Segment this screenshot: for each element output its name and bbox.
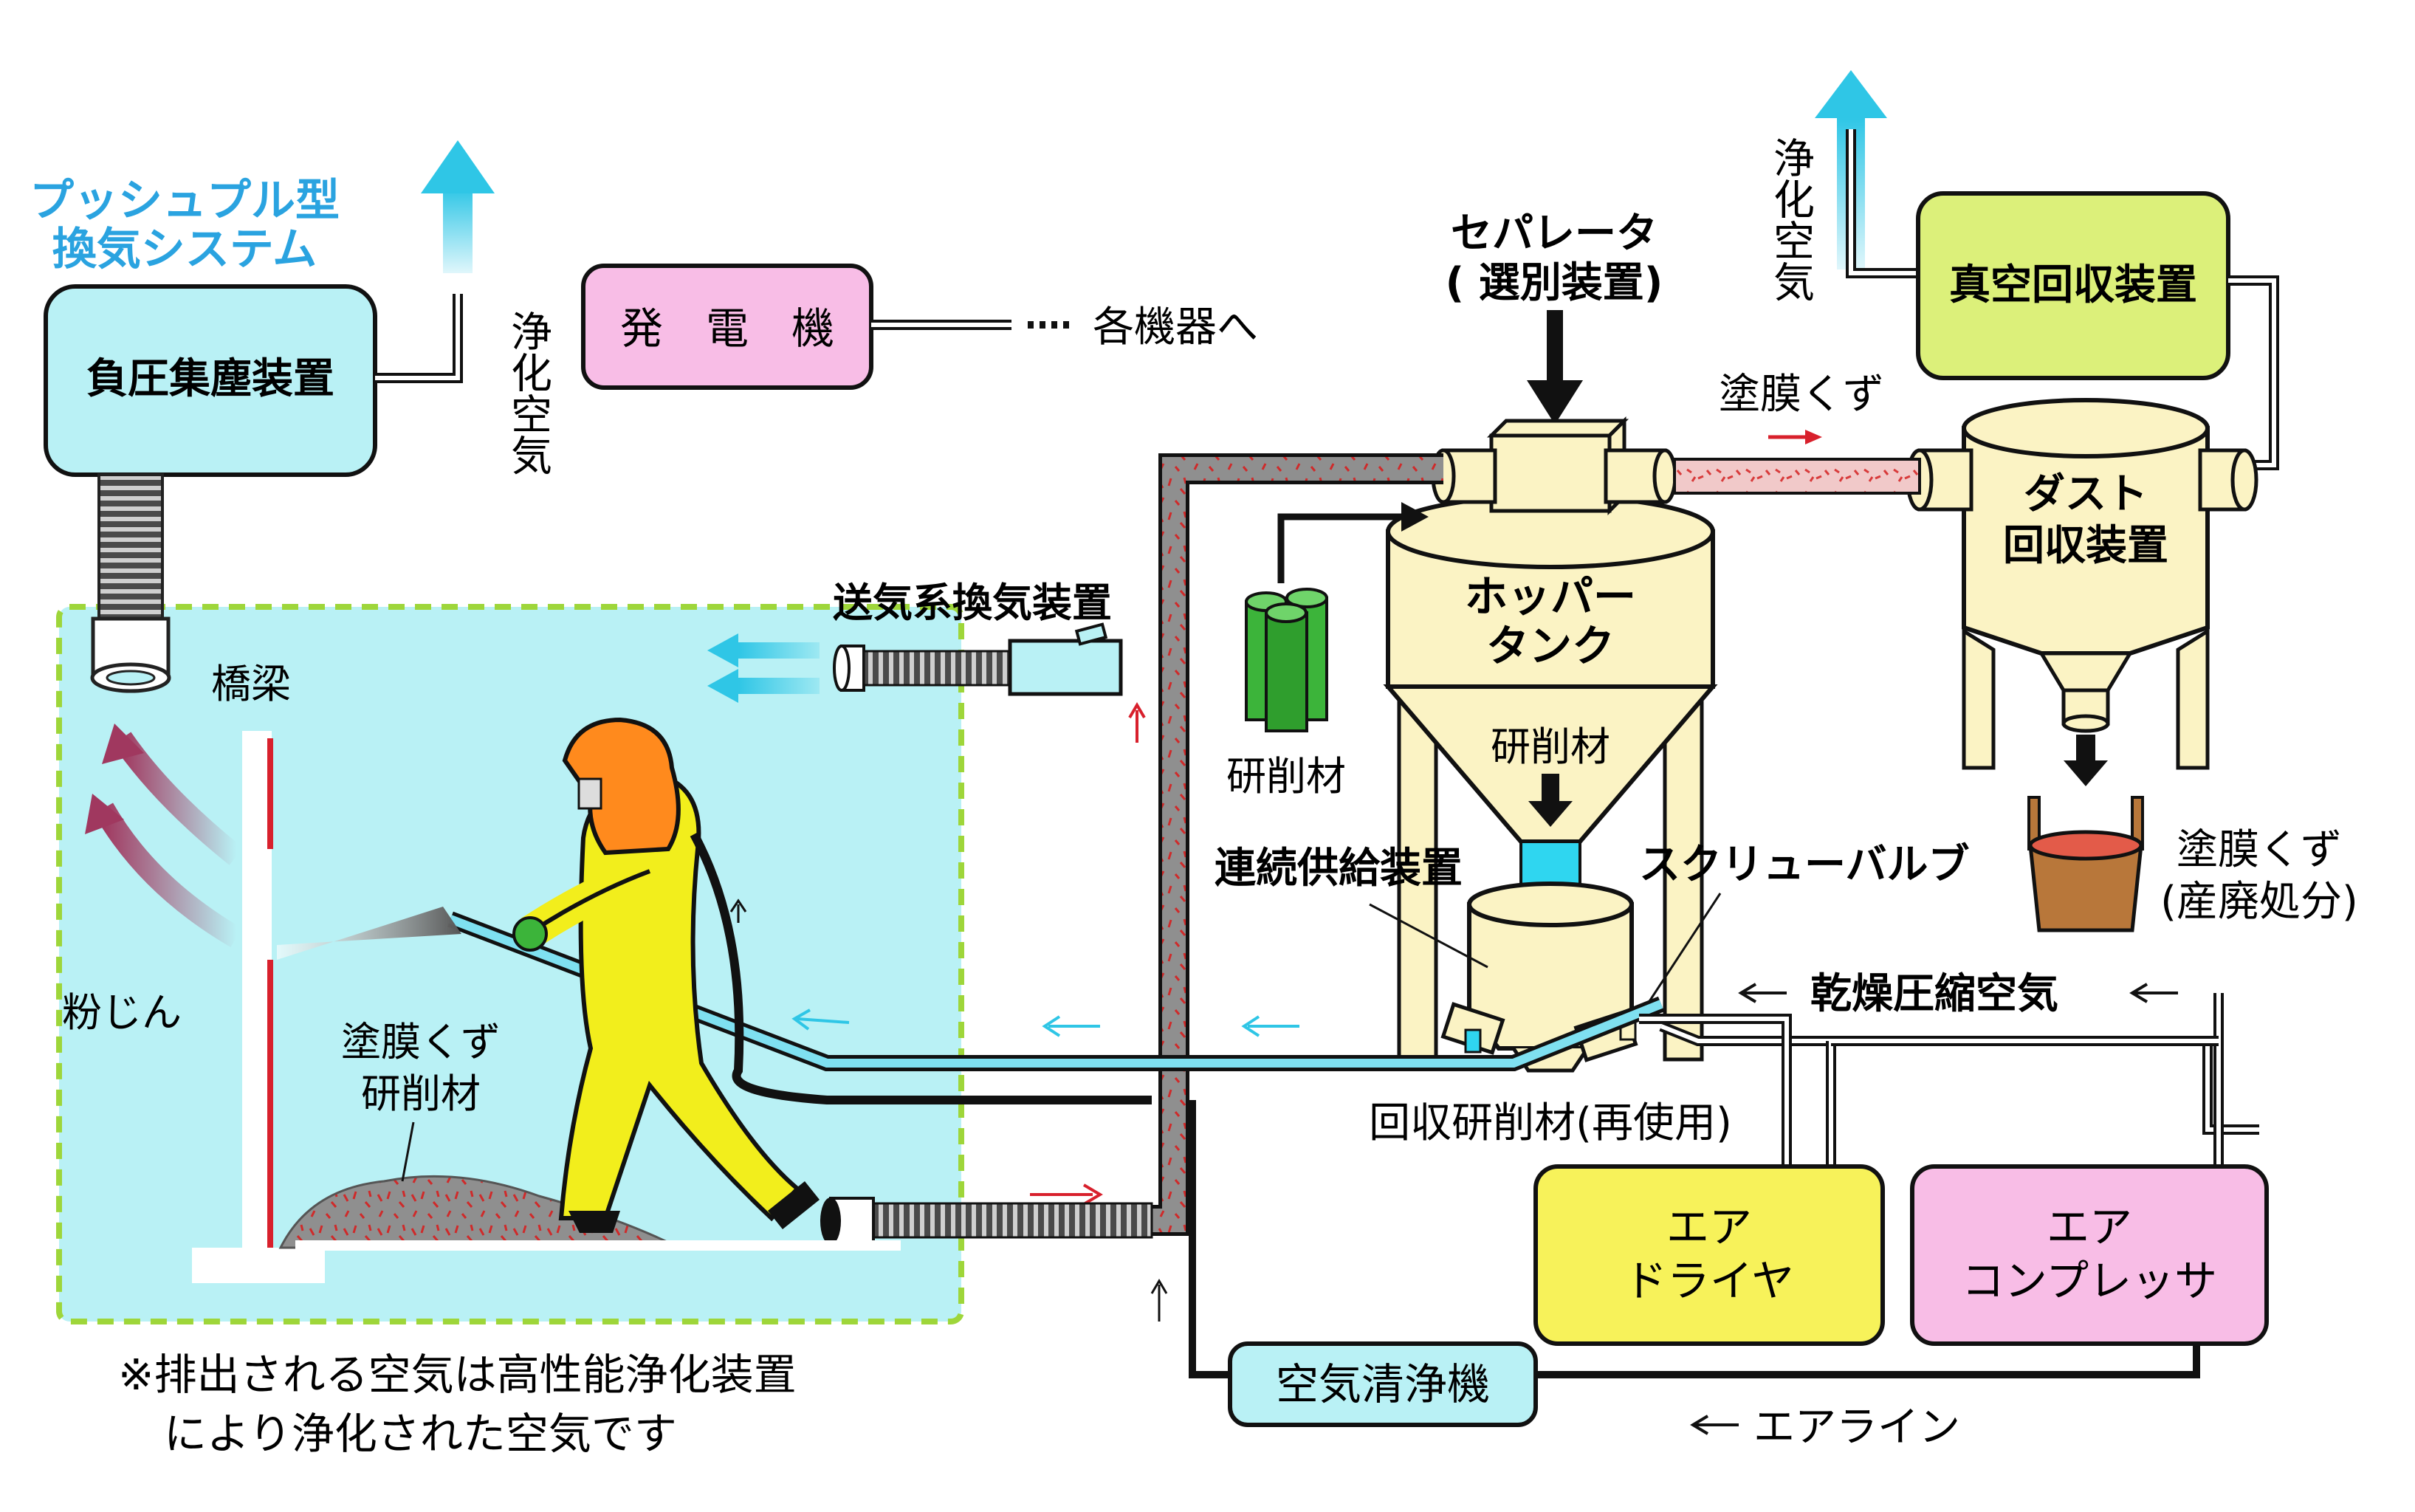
coating-debris-label: 塗膜くず [1719,371,1884,419]
left-screw-valve [1440,1002,1505,1055]
purified-air-left-text: 浄化空気 [504,310,552,475]
purified-air-right-text: 浄化空気 [1767,137,1815,302]
bridge-girder: 橋梁 [192,661,325,1283]
coating-debris-pipe: 塗膜くず [1673,371,1921,495]
negative-pressure-collector-label: 負圧集塵装置 [86,355,334,403]
hopper-line2: タンク [1486,621,1615,671]
vacuum-recovery-label: 真空回収装置 [1949,261,2197,309]
dust-recovery-line2: 回収装置 [2003,522,2168,570]
recovered-abrasive-label: 回収研削材(再使用) [1369,1099,1732,1147]
hopper-abrasive-label: 研削材 [1491,724,1610,770]
continuous-feeder: 連続供給装置 スクリューバルブ [1215,841,1969,1073]
air-lines [1639,993,2259,1166]
supply-air-arrows [707,633,820,703]
dust-recovery-unit: ダスト 回収装置 [1906,398,2258,770]
generator-cable: 各機器へ [871,303,1258,351]
air-line-label: エアライン [1690,1403,1960,1451]
push-pull-title: プッシュプル型 換気システム [30,175,340,275]
air-dryer-line2: ドライヤ [1624,1256,1794,1306]
air-cleaner: 空気清浄機 [1228,1341,1538,1427]
note-line2: により浄化された空気です [164,1409,677,1459]
separator-box [1431,416,1677,516]
air-dryer-line1: エア [1666,1202,1752,1252]
vacuum-to-dust-pipe [2228,275,2279,470]
air-cleaner-label: 空気清浄機 [1276,1359,1490,1409]
dust-arrows: 粉じん [62,724,244,1036]
note-line1: ※排出される空気は高性能浄化装置 [118,1350,797,1400]
air-supply-ventilation: 送気系換気装置 [833,580,1123,696]
continuous-feeder-label: 連続供給装置 [1215,845,1463,893]
abrasive-bundle: 研削材 [1226,502,1429,800]
purified-air-label-right: 浄化空気 [1767,137,1815,302]
footnote: ※排出される空気は高性能浄化装置 により浄化された空気です [118,1350,797,1459]
generator: 発 電 機 [581,264,873,390]
push-pull-line2: 換気システム [52,224,317,275]
vacuum-recovery-unit: 真空回収装置 [1916,191,2230,380]
worker [277,717,1152,1233]
push-pull-line1: プッシュプル型 [30,175,340,227]
floor-debris-line2: 研削材 [361,1071,481,1117]
collector-exhaust-pipe [375,294,463,383]
air-compressor-line1: エア [2047,1202,2132,1252]
separator-sub-label: ( 選別装置) [1446,259,1663,307]
air-compressor-line2: コンプレッサ [1962,1256,2217,1306]
air-supply-ventilation-label: 送気系換気装置 [833,580,1112,626]
dry-compressed-air-label: 乾燥圧縮空気 [1738,970,2178,1018]
debris-disposal-label: 塗膜くず (産廃処分) [2160,826,2358,926]
screw-valve-label: スクリューバルブ [1639,841,1969,889]
dust-recovery-line1: ダスト [2024,470,2148,518]
air-compressor: エア コンプレッサ [1910,1164,2269,1346]
collector-duct [90,473,171,693]
floor-recovery-nozzle [295,1197,1153,1251]
purified-air-label-left: 浄化空気 [504,310,552,475]
hopper-tank: ホッパー タンク 研削材 [1383,494,1718,1062]
dust-discharge-arrow [2064,735,2108,786]
bridge-girder-label: 橋梁 [211,661,291,707]
purified-air-arrow-right [1815,70,1920,278]
dry-compressed-air-text: 乾燥圧縮空気 [1810,970,2058,1018]
hopper-line1: ホッパー [1465,571,1636,622]
debris-bucket [2027,796,2144,932]
generator-label: 発 電 機 [620,303,834,354]
dust-label: 粉じん [62,989,182,1036]
purified-air-arrow-left [421,140,495,273]
debris-disposal-line1: 塗膜くず [2177,826,2342,874]
to-each-device-label: 各機器へ [1093,303,1258,351]
air-cleaner-line [1150,1100,2200,1378]
separator-label: セパレータ [1451,210,1657,258]
abrasive-label: 研削材 [1226,753,1346,800]
negative-pressure-collector: 負圧集塵装置 [44,284,377,477]
air-dryer: エア ドライヤ [1533,1164,1885,1346]
debris-disposal-line2: (産廃処分) [2160,878,2358,926]
separator-title: セパレータ ( 選別装置) [1446,210,1663,425]
air-line-text: エアライン [1753,1403,1960,1451]
recovery-hose [1030,453,1443,1236]
floor-debris-line1: 塗膜くず [341,1019,501,1065]
